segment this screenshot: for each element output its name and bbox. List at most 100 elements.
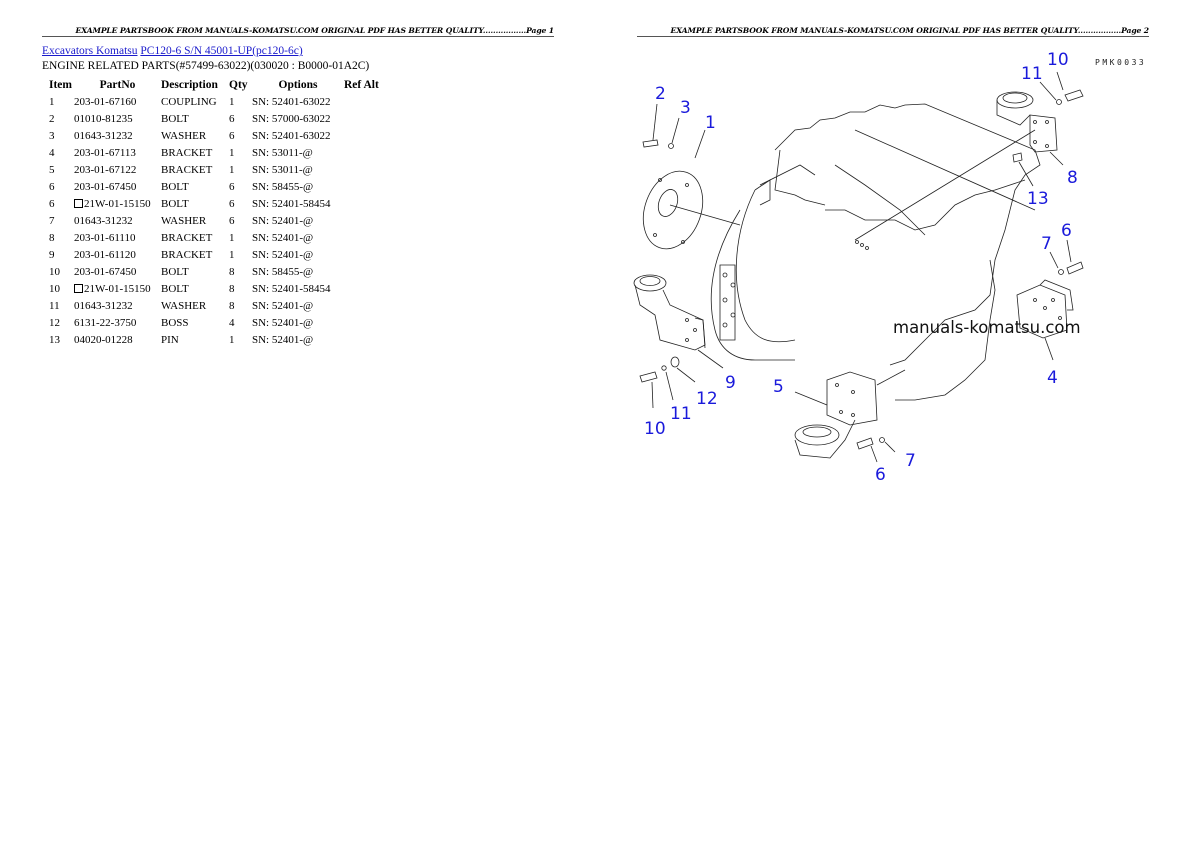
section-title: ENGINE RELATED PARTS(#57499-63022)(03002…	[42, 60, 370, 72]
cell-item-text: 10	[49, 265, 60, 278]
breadcrumb: Excavators Komatsu PC120-6 S/N 45001-UP(…	[42, 45, 303, 57]
breadcrumb-link-model[interactable]: PC120-6 S/N 45001-UP(pc120-6c)	[140, 45, 303, 57]
cell-qty: 8	[229, 280, 252, 297]
cell-item-text: 11	[49, 299, 60, 312]
cell-ref-alt	[344, 110, 394, 127]
cell-partno: 01643-31232	[74, 127, 161, 144]
cell-description-text: BOLT	[161, 112, 189, 125]
cell-description: BRACKET	[161, 144, 229, 161]
cell-partno-text: 203-01-67122	[74, 163, 137, 176]
coupling-part-1	[642, 129, 741, 250]
cell-options: SN: 58455-@	[252, 263, 344, 280]
bolt-washer-10-11-upper	[1039, 71, 1084, 105]
cell-options-text: SN: 52401-58454	[252, 197, 331, 210]
cell-options-text: SN: 53011-@	[252, 163, 313, 176]
callout-number-7: 7	[1041, 234, 1052, 254]
column-header-options: Options	[278, 78, 318, 91]
cell-options-text: SN: 52401-58454	[252, 282, 331, 295]
cell-item: 11	[45, 297, 74, 314]
cell-qty-text: 6	[229, 112, 235, 125]
cell-options-text: SN: 52401-63022	[252, 95, 331, 108]
cell-description: PIN	[161, 331, 229, 348]
cell-item-text: 1	[49, 95, 55, 108]
cell-ref-alt	[344, 144, 394, 161]
callout-number-4: 4	[1047, 368, 1058, 388]
cell-description-text: BOLT	[161, 282, 189, 295]
cell-item-text: 6	[49, 197, 55, 210]
cell-qty: 1	[229, 246, 252, 263]
cell-partno: 203-01-67450	[74, 263, 161, 280]
cell-partno: 01010-81235	[74, 110, 161, 127]
callout-number-13: 13	[1027, 189, 1049, 209]
cell-options-text: SN: 52401-@	[252, 299, 314, 312]
cell-options-text: SN: 52401-@	[252, 316, 314, 329]
bracket-part-8	[996, 91, 1064, 166]
cell-description-text: BOLT	[161, 265, 189, 278]
cell-description-text: BOSS	[161, 316, 189, 329]
cell-options: SN: 52401-58454	[252, 195, 344, 212]
cell-ref-alt	[344, 178, 394, 195]
cell-options-text: SN: 58455-@	[252, 265, 314, 278]
cell-partno: 203-01-61120	[74, 246, 161, 263]
cell-options: SN: 58455-@	[252, 178, 344, 195]
callout-number-5: 5	[773, 377, 784, 397]
cell-description-text: PIN	[161, 333, 179, 346]
column-header-description: Description	[161, 78, 218, 91]
cell-options: SN: 52401-@	[252, 212, 344, 229]
cell-qty-text: 6	[229, 197, 235, 210]
callout-number-2: 2	[655, 84, 666, 104]
cell-qty-text: 4	[229, 316, 235, 329]
cell-description-text: COUPLING	[161, 95, 217, 108]
boss-washer-bolt-lower	[639, 356, 696, 409]
callout-number-8: 8	[1067, 168, 1078, 188]
cell-qty: 8	[229, 297, 252, 314]
cell-partno: 21W-01-15150	[74, 195, 161, 212]
cell-partno-text: 203-01-61110	[74, 231, 136, 244]
cell-partno: 203-01-67113	[74, 144, 161, 161]
cell-item-text: 6	[49, 180, 55, 193]
cell-partno-text: 01010-81235	[74, 112, 133, 125]
cell-description: WASHER	[161, 297, 229, 314]
parts-table: Item PartNo Description Qty Options Ref …	[45, 76, 394, 348]
cell-item: 5	[45, 161, 74, 178]
watermark: manuals-komatsu.com	[893, 318, 1081, 337]
cell-qty: 1	[229, 229, 252, 246]
cell-partno: 04020-01228	[74, 331, 161, 348]
cell-qty: 8	[229, 263, 252, 280]
table-header-row: Item PartNo Description Qty Options Ref …	[45, 76, 394, 93]
cell-item: 13	[45, 331, 74, 348]
cell-item: 10	[45, 280, 74, 297]
cell-partno-text: 21W-01-15150	[84, 197, 151, 210]
checkbox-square-icon	[74, 198, 83, 208]
cell-options: SN: 53011-@	[252, 144, 344, 161]
cell-description-text: WASHER	[161, 214, 207, 227]
cell-item: 6	[45, 178, 74, 195]
callout-number-6: 6	[1061, 221, 1072, 241]
cell-partno-text: 21W-01-15150	[84, 282, 151, 295]
cell-qty: 1	[229, 161, 252, 178]
cell-item-text: 5	[49, 163, 55, 176]
cell-options-text: SN: 57000-63022	[252, 112, 331, 125]
bracket-part-4	[1016, 279, 1074, 361]
cell-item: 9	[45, 246, 74, 263]
cell-partno: 203-01-67450	[74, 178, 161, 195]
breadcrumb-link-category[interactable]: Excavators Komatsu	[42, 45, 138, 57]
cell-qty-text: 6	[229, 180, 235, 193]
cell-description: BRACKET	[161, 161, 229, 178]
cell-partno: 203-01-67122	[74, 161, 161, 178]
cell-item-text: 13	[49, 333, 60, 346]
cell-item-text: 8	[49, 231, 55, 244]
cell-description: BOLT	[161, 280, 229, 297]
cell-qty-text: 1	[229, 231, 235, 244]
cell-partno-text: 04020-01228	[74, 333, 133, 346]
cell-description-text: BOLT	[161, 180, 189, 193]
cell-partno-text: 01643-31232	[74, 214, 133, 227]
cell-description-text: BRACKET	[161, 231, 213, 244]
